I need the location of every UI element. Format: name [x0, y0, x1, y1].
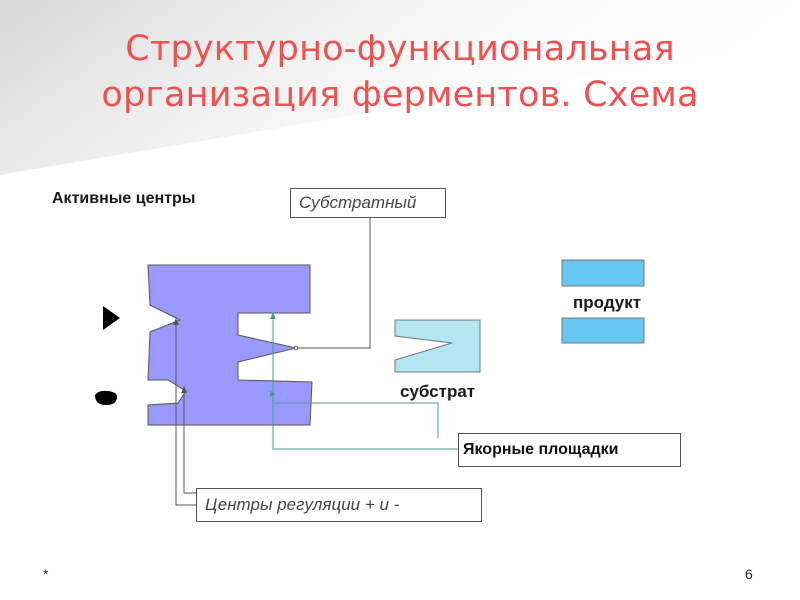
active-centers-label: Активные центры [52, 190, 196, 207]
substrate-site-box: Субстратный [290, 188, 446, 218]
anchor-connector-outer [272, 316, 458, 450]
slide-title: Структурно-функциональная организация фе… [0, 26, 800, 118]
footer-asterisk: * [43, 566, 49, 582]
regulation-connector-inner [183, 390, 196, 494]
enzyme-shape [147, 264, 313, 426]
title-line-1: Структурно-функциональная [125, 29, 675, 69]
ink-blob-shape [95, 390, 118, 405]
substrate-site-connector [296, 218, 371, 349]
substrate-label: субстрат [400, 382, 476, 401]
product-label: продукт [573, 293, 642, 312]
substrate-shape [394, 319, 481, 373]
anchor-connector-inner [273, 402, 439, 438]
page-number: 6 [745, 566, 753, 582]
product-shape-bottom [561, 317, 645, 344]
regulation-centers-box: Центры регуляции + и - [196, 488, 482, 522]
title-line-2: организация ферментов. Схема [101, 75, 699, 115]
regulation-connector-outer [175, 322, 196, 506]
product-shape-top [561, 259, 645, 287]
anchor-sites-box: Якорные площадки [458, 433, 681, 467]
arrow-pointer-icon [103, 306, 120, 330]
